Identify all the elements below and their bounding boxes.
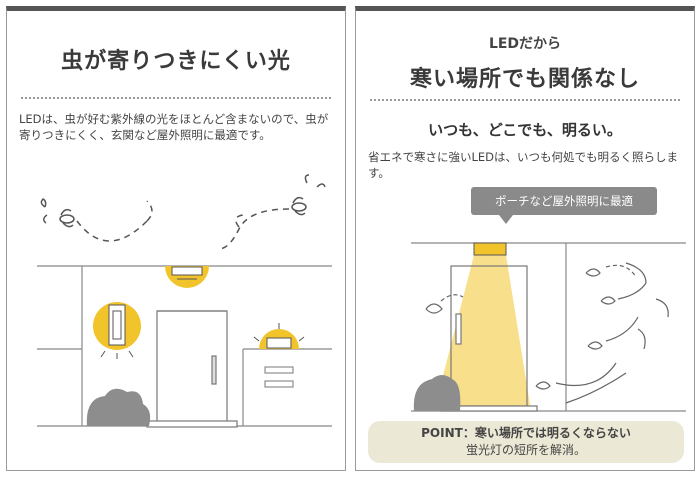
- left-panel: 虫が寄りつきにくい光 LEDは、虫が好む紫外線の光をほとんど含まないので、虫が寄…: [6, 6, 346, 471]
- dotted-divider: [370, 99, 680, 101]
- door-icon: [440, 265, 538, 412]
- porch-light-icon: [253, 323, 305, 349]
- point-box: POINT：寒い場所では明るくならない 蛍光灯の短所を解消。: [368, 421, 684, 463]
- point-line-2: 蛍光灯の短所を解消。: [465, 443, 586, 457]
- ceiling-light-icon: [165, 266, 209, 288]
- point-line-1: POINT：寒い場所では明るくならない: [421, 426, 631, 440]
- bush-icon: [86, 388, 151, 426]
- mailbox-icon: [264, 366, 294, 388]
- left-body-text: LEDは、虫が好む紫外線の光をほとんど含まないので、虫が寄りつきにくく、玄関など…: [19, 112, 329, 142]
- wall-light-icon: [93, 302, 141, 359]
- bug-icon-left: [40, 198, 153, 242]
- ceiling-light-icon: [473, 242, 507, 256]
- left-headline: 虫が寄りつきにくい光: [61, 49, 291, 74]
- right-body-text: 省エネで寒さに強いLEDは、いつも何処でも明るく照らします。: [368, 150, 679, 180]
- wind-leaf-icons: [425, 262, 669, 404]
- dotted-divider: [21, 97, 331, 99]
- right-headline: 寒い場所でも関係なし: [409, 67, 640, 92]
- bush-icon: [413, 375, 461, 411]
- insect-illustration: [37, 174, 332, 428]
- tooltip-bubble: ポーチなど屋外照明に最適: [471, 187, 657, 215]
- door-icon: [146, 310, 238, 428]
- right-panel: LEDだから 寒い場所でも関係なし いつも、どこでも、明るい。 省エネで寒さに強…: [355, 6, 695, 471]
- tooltip-tail: [499, 215, 513, 224]
- right-kicker: LEDだから: [488, 36, 562, 52]
- bug-icon-right: [218, 174, 326, 250]
- cold-weather-illustration: [411, 242, 686, 412]
- right-subhead: いつも、どこでも、明るい。: [428, 121, 622, 139]
- light-beam: [434, 255, 531, 411]
